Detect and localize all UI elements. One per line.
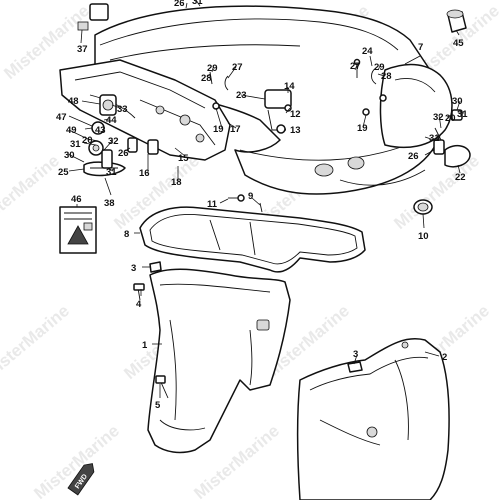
- callout-31: 31: [457, 109, 468, 120]
- callout-32: 32: [108, 136, 119, 147]
- callout-49: 49: [66, 125, 77, 136]
- callout-31: 31: [70, 139, 81, 150]
- callout-1: 1: [142, 340, 148, 351]
- callout-46: 46: [71, 194, 82, 205]
- plug-45: [446, 9, 467, 33]
- callout-37: 37: [77, 44, 88, 55]
- callout-27: 27: [232, 62, 243, 73]
- callout-19: 19: [213, 124, 224, 135]
- callout-7: 7: [418, 42, 423, 53]
- callout-12: 12: [290, 109, 301, 120]
- callout-26: 26: [118, 148, 129, 159]
- cap-10: [413, 199, 433, 215]
- callout-20: 20: [445, 113, 456, 124]
- callout-26: 26: [174, 0, 185, 9]
- callout-29: 29: [207, 63, 218, 74]
- rear-cover-panel: [379, 63, 453, 149]
- callout-2: 2: [442, 352, 447, 363]
- callout-11: 11: [207, 199, 218, 210]
- callout-29: 29: [374, 62, 385, 73]
- callout-31: 31: [192, 0, 203, 7]
- seal-frame-8: [139, 206, 366, 273]
- callout-24: 24: [362, 46, 373, 57]
- callout-15: 15: [178, 153, 189, 164]
- callout-26: 26: [408, 151, 419, 162]
- callout-8: 8: [124, 229, 129, 240]
- callout-28: 28: [381, 71, 392, 82]
- small-parts-left: [77, 3, 159, 177]
- callout-23: 23: [236, 90, 247, 101]
- callout-45: 45: [453, 38, 464, 49]
- callout-numbers: 1 2 3 3 4 5 7 8 9 10 11 12 13 14 15 16 1…: [56, 0, 468, 411]
- callout-16: 16: [139, 168, 150, 179]
- callout-33: 33: [117, 104, 128, 115]
- leader-lines: [67, 0, 464, 398]
- label-46: [59, 206, 97, 254]
- watermark: MisterMarine: [0, 301, 73, 383]
- fasteners-lower: [133, 194, 363, 399]
- callout-30: 30: [64, 150, 75, 161]
- callout-3: 3: [353, 349, 358, 360]
- callout-3: 3: [131, 263, 136, 274]
- callout-44: 44: [106, 115, 117, 126]
- callout-31: 31: [106, 167, 117, 178]
- callout-22: 22: [455, 172, 466, 183]
- callout-30: 30: [452, 96, 463, 107]
- callout-32: 32: [433, 112, 444, 123]
- callout-20: 20: [82, 135, 93, 146]
- callout-31: 31: [429, 133, 440, 144]
- callout-25: 25: [58, 167, 69, 178]
- callout-17: 17: [230, 124, 241, 135]
- callout-47: 47: [56, 112, 67, 123]
- callout-38: 38: [104, 198, 115, 209]
- lower-side-cover-2: [296, 338, 450, 500]
- watermark: MisterMarine: [0, 151, 63, 233]
- callout-48: 48: [68, 96, 79, 107]
- callout-13: 13: [290, 125, 301, 136]
- callout-19: 19: [357, 123, 368, 134]
- callout-9: 9: [248, 191, 253, 202]
- callout-14: 14: [284, 81, 295, 92]
- callout-10: 10: [418, 231, 429, 242]
- lower-side-cover-1: [147, 268, 291, 454]
- callout-18: 18: [171, 177, 182, 188]
- callout-5: 5: [155, 400, 161, 411]
- callout-28: 28: [201, 73, 212, 84]
- callout-43: 43: [95, 125, 106, 136]
- callout-4: 4: [136, 299, 142, 310]
- callout-27: 27: [350, 61, 361, 72]
